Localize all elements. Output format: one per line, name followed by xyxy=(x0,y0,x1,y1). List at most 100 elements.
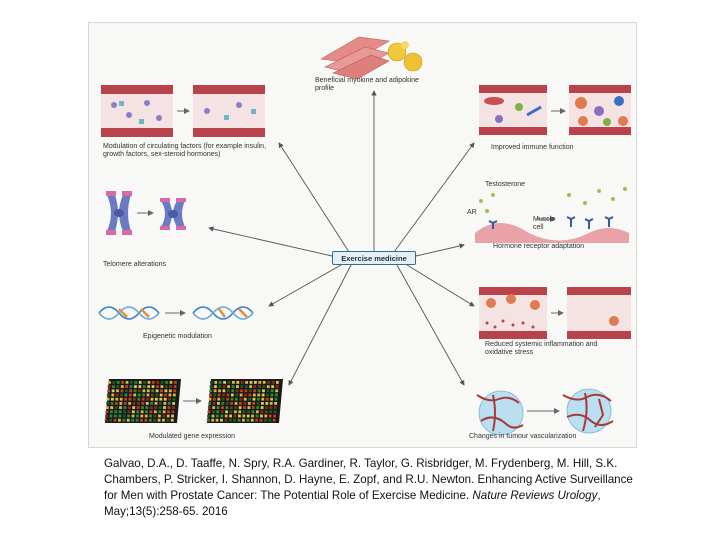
epigenetic-illustration xyxy=(98,306,254,320)
microarray-spot xyxy=(209,385,213,388)
microarray-spot xyxy=(146,397,149,401)
microarray-spot xyxy=(245,381,248,384)
microarray-spot xyxy=(150,402,154,405)
microarray-spot xyxy=(105,406,109,409)
microarray-spot xyxy=(158,414,161,418)
microarray-spot xyxy=(136,410,140,414)
microarray-spot xyxy=(108,381,111,384)
microarray-spot xyxy=(225,410,228,414)
immune-illustration xyxy=(479,85,631,135)
microarray-spot xyxy=(229,414,232,418)
microarray-spot xyxy=(217,397,221,401)
microarray-spot xyxy=(140,410,144,414)
microarray-spot xyxy=(124,393,128,397)
microarray-spot xyxy=(164,385,168,388)
microarray-spot xyxy=(262,385,266,388)
microarray-spot xyxy=(235,397,238,401)
microarray-spot xyxy=(258,381,262,384)
gene-label: Modulated gene expression xyxy=(149,433,236,440)
microarray-spot xyxy=(163,406,166,409)
microarray-spot xyxy=(230,397,234,401)
microarray-spot xyxy=(220,418,223,422)
microarray-spot xyxy=(133,389,137,393)
microarray-spot xyxy=(227,385,231,388)
microarray-spot xyxy=(270,397,273,401)
microarray-spot xyxy=(222,385,226,388)
microarray-spot xyxy=(115,397,119,401)
microarray-spot xyxy=(155,389,159,393)
microarray-spot xyxy=(260,414,263,418)
microarray-spot xyxy=(128,393,132,397)
microarray-spot xyxy=(118,418,121,422)
microarray-spot xyxy=(169,381,173,384)
exercise-medicine-box: Exercise medicine xyxy=(332,251,416,265)
microarray-spot xyxy=(114,410,118,414)
microarray-spot xyxy=(115,393,119,397)
microarray-spot xyxy=(211,410,215,414)
microarray-spot xyxy=(221,397,225,401)
muscle-cell-label: Muscle cell xyxy=(533,216,556,231)
microarray-spot xyxy=(273,414,276,418)
microarray-spot xyxy=(118,410,122,414)
microarray-spot xyxy=(238,414,241,418)
microarray-spot xyxy=(149,406,153,409)
microarray-spot xyxy=(112,381,116,384)
microarray-spot xyxy=(257,389,261,393)
microarray-spot xyxy=(122,414,126,418)
microarray-spot xyxy=(207,406,211,409)
microarray-spot xyxy=(225,406,229,409)
microarray-spot xyxy=(172,393,176,397)
microarray-spot xyxy=(123,410,126,414)
microarray-spot xyxy=(272,418,276,422)
microarray-spot xyxy=(236,385,239,388)
microarray-spot xyxy=(229,410,233,414)
microarray-spot xyxy=(248,389,252,393)
microarray-spot xyxy=(141,397,145,401)
microarray-spot xyxy=(273,410,277,414)
microarray-spot xyxy=(269,410,272,414)
microarray-spot xyxy=(152,381,155,384)
microarray-spot xyxy=(257,393,261,397)
microarray-spot xyxy=(133,393,137,397)
microarray-spot xyxy=(137,393,141,397)
vascular-label: Changes in tumour vascularization xyxy=(469,433,577,440)
microarray-spot xyxy=(213,393,217,397)
microarray-spot xyxy=(230,393,234,397)
circulating-label: Modulation of circulating factors (for e… xyxy=(103,143,267,158)
microarray-spot xyxy=(173,389,177,393)
microarray-spot xyxy=(120,385,124,388)
microarray-spot xyxy=(127,410,131,414)
microarray-spot xyxy=(132,406,136,409)
microarray-spot xyxy=(172,402,176,405)
microarray-spot xyxy=(255,414,259,418)
microarray-spot xyxy=(116,381,120,384)
inflammation-illustration xyxy=(479,287,631,339)
immune-label: Improved immune function xyxy=(491,144,574,151)
microarray-spot xyxy=(106,397,110,401)
hormone-illustration xyxy=(475,187,629,243)
microarray-spot xyxy=(265,406,268,409)
microarray-spot xyxy=(208,402,212,405)
microarray-spot xyxy=(146,389,150,393)
microarray-spot xyxy=(233,414,237,418)
microarray-spot xyxy=(220,414,224,418)
microarray-spot xyxy=(221,406,224,409)
microarray-spot xyxy=(257,397,260,401)
microarray-spot xyxy=(173,385,177,388)
microarray-spot xyxy=(218,385,222,388)
microarray-spot xyxy=(104,418,108,422)
microarray-spot xyxy=(208,393,212,397)
microarray-spot xyxy=(164,393,167,397)
citation-journal: Nature Reviews Urology xyxy=(472,489,598,502)
microarray-spot xyxy=(138,381,142,384)
microarray-spot xyxy=(244,385,248,388)
microarray-spot xyxy=(111,397,114,401)
microarray-spot xyxy=(147,381,151,384)
microarray-spot xyxy=(228,418,232,422)
microarray-spot xyxy=(137,397,141,401)
microarray-spot xyxy=(151,385,155,388)
microarray-spot xyxy=(109,414,113,418)
microarray-spot xyxy=(209,389,213,393)
microarray-spot xyxy=(128,397,132,401)
microarray-spot xyxy=(213,397,216,401)
